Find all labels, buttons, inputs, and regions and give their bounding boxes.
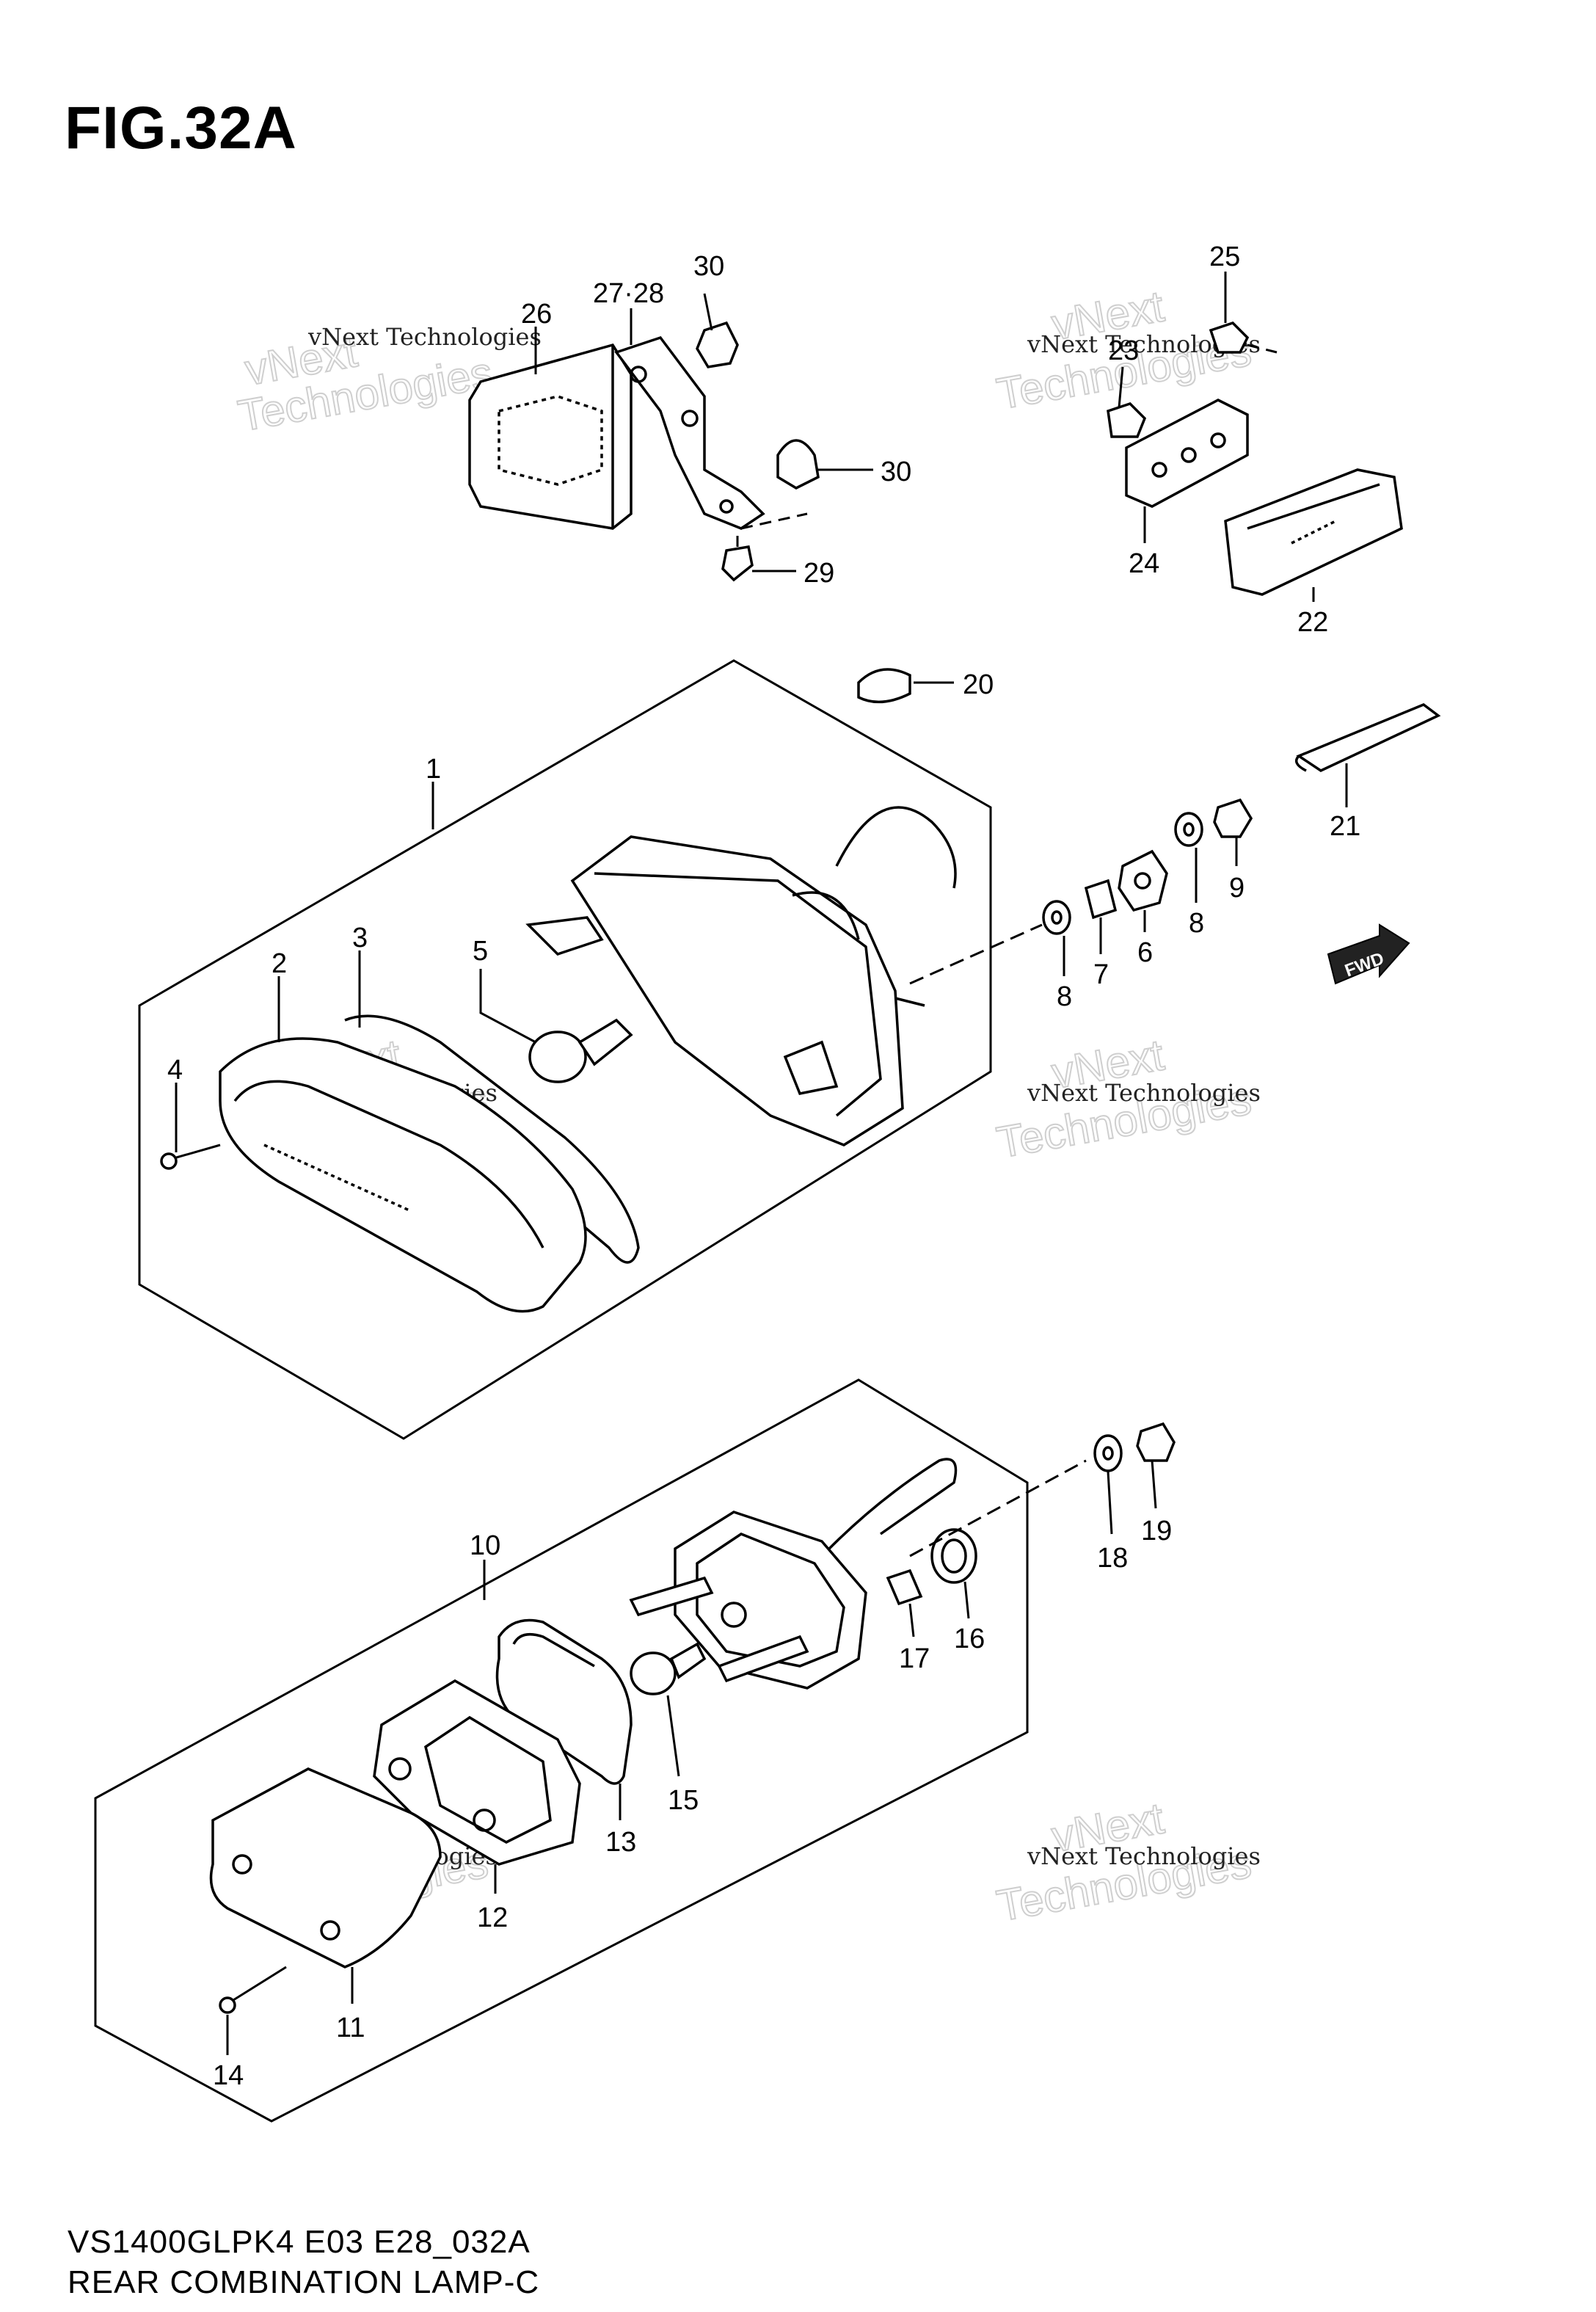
- ring-16: [930, 1528, 977, 1584]
- watermark: vNext Technologies vNext Technologies: [993, 1792, 1261, 1931]
- washer-8b: [1174, 812, 1203, 847]
- svg-text:vNext Technologies: vNext Technologies: [1027, 1842, 1261, 1870]
- bulb-5: [528, 1018, 633, 1083]
- callout-8b: 8: [1189, 908, 1204, 939]
- callout-4: 4: [167, 1055, 183, 1086]
- screw-4: [160, 1144, 221, 1170]
- nut-23: [1107, 401, 1147, 438]
- nut-6: [1118, 849, 1168, 912]
- fwd-arrow: FWD: [1327, 923, 1410, 985]
- callout-1: 1: [426, 754, 441, 785]
- nut-17: [886, 1568, 923, 1606]
- callout-26: 26: [521, 299, 552, 330]
- callout-3: 3: [352, 923, 368, 953]
- strap-21: [1294, 703, 1441, 773]
- reflector-22: [1224, 468, 1403, 596]
- svg-text:vNext Technologies: vNext Technologies: [307, 323, 542, 351]
- grommet-20: [857, 668, 911, 704]
- screw-29: [721, 536, 754, 582]
- gasket-13: [495, 1618, 633, 1785]
- assembly-box-10: [94, 1378, 1029, 2123]
- cap-nut-30-lower: [776, 439, 820, 490]
- washer-18: [1093, 1434, 1123, 1472]
- callout-6: 6: [1137, 937, 1153, 968]
- watermark: vNext Technologies vNext Technologies: [993, 1029, 1261, 1168]
- callout-30-upper: 30: [693, 251, 724, 282]
- screw-14: [219, 1966, 287, 2014]
- callout-23: 23: [1108, 335, 1139, 366]
- washer-8a: [1042, 900, 1071, 935]
- reflector-12: [373, 1679, 581, 1866]
- callout-14: 14: [213, 2060, 244, 2091]
- callout-8a: 8: [1057, 981, 1072, 1012]
- gasket-3: [344, 1014, 640, 1264]
- lens-11: [209, 1767, 442, 1969]
- callout-2: 2: [272, 948, 287, 979]
- assembly-box-1: [138, 659, 992, 1440]
- callout-5: 5: [473, 936, 488, 967]
- leader-lines: [175, 272, 1348, 2055]
- callout-21: 21: [1330, 811, 1360, 842]
- lamp-housing: [525, 806, 957, 1146]
- callout-22: 22: [1297, 607, 1328, 638]
- callout-29: 29: [804, 558, 834, 589]
- watermark: vNext Technologies vNext Technologies: [993, 280, 1261, 419]
- callout-16: 16: [954, 1624, 985, 1654]
- callout-17: 17: [899, 1643, 930, 1674]
- lamp-base: [629, 1458, 958, 1690]
- callout-labels: 26 27·28 30 30 29 25 23 24 22 20 21 1 3 …: [167, 241, 1360, 2091]
- nut-9: [1213, 798, 1253, 838]
- spacer-7: [1084, 879, 1118, 920]
- bulb-15: [630, 1642, 707, 1695]
- callout-13: 13: [605, 1827, 636, 1858]
- callout-12: 12: [477, 1902, 508, 1933]
- callout-25: 25: [1209, 241, 1240, 272]
- nut-30-upper: [696, 321, 739, 368]
- svg-text:vNext Technologies: vNext Technologies: [1027, 1079, 1261, 1107]
- callout-10: 10: [470, 1530, 500, 1561]
- section-name-label: REAR COMBINATION LAMP-C: [68, 2264, 540, 2300]
- callout-27-28: 27·28: [593, 278, 664, 309]
- callout-15: 15: [668, 1785, 699, 1816]
- callout-24: 24: [1129, 548, 1159, 579]
- bracket-24: [1125, 399, 1249, 508]
- lens-2: [219, 1037, 587, 1313]
- callout-20: 20: [963, 669, 994, 700]
- screw-25: [1209, 321, 1250, 354]
- callout-7: 7: [1093, 959, 1109, 990]
- model-code-label: VS1400GLPK4 E03 E28_032A: [68, 2224, 531, 2260]
- callout-11: 11: [336, 2013, 365, 2043]
- reflector-26: [468, 343, 633, 530]
- callout-19: 19: [1141, 1516, 1172, 1546]
- callout-30-lower: 30: [881, 457, 911, 487]
- bracket-27-28: [614, 335, 765, 530]
- callout-18: 18: [1097, 1543, 1128, 1574]
- callout-9: 9: [1229, 873, 1245, 904]
- nut-19: [1136, 1422, 1176, 1462]
- figure-title: FIG.32A: [65, 95, 297, 161]
